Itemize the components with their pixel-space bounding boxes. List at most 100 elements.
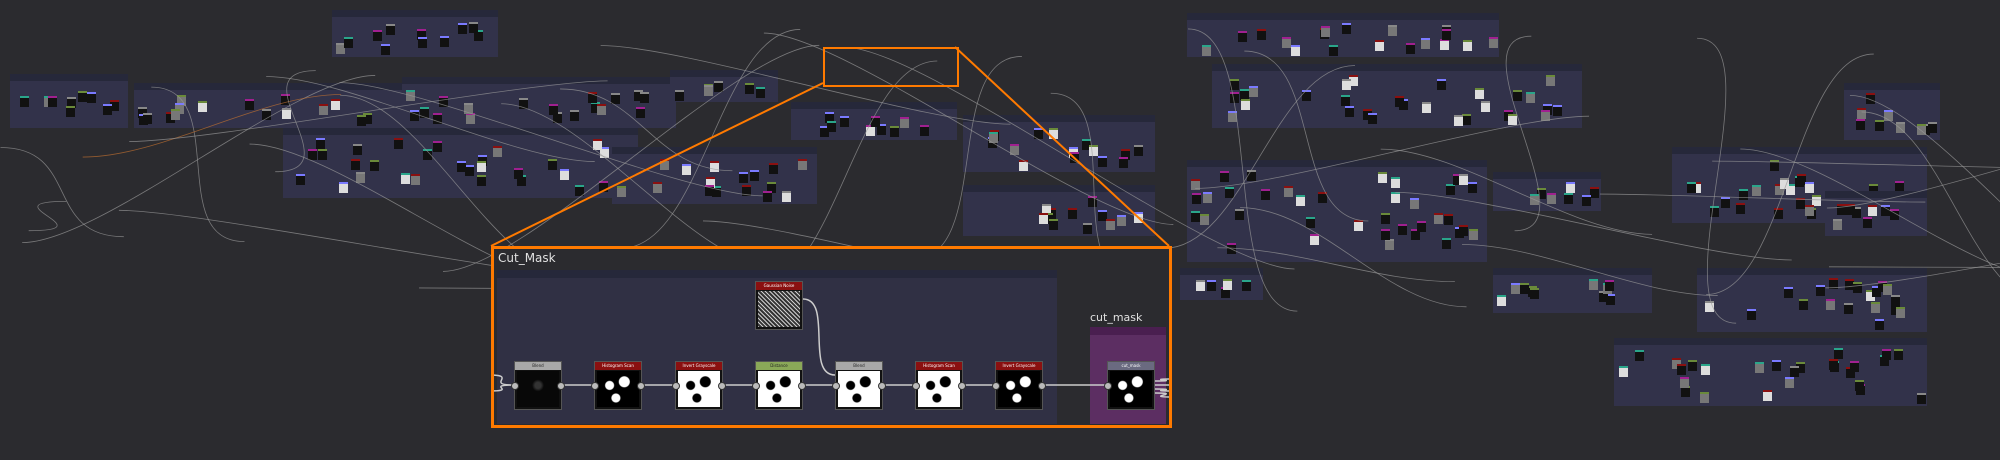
graph-node[interactable] [588,91,598,103]
graph-node[interactable] [386,24,396,36]
graph-node[interactable] [1256,28,1266,40]
graph-node[interactable] [1780,177,1790,189]
graph-node[interactable] [401,172,411,184]
graph-node[interactable] [1133,144,1143,156]
graph-node[interactable] [1416,220,1426,232]
graph-node[interactable] [1529,288,1539,300]
graph-frame[interactable] [1212,63,1583,128]
graph-node[interactable] [890,125,900,137]
graph-node[interactable] [826,121,836,133]
graph-node[interactable] [1391,192,1401,204]
graph-node[interactable] [1770,160,1780,172]
graph-node[interactable] [1219,171,1229,183]
graph-node[interactable] [1883,283,1893,295]
graph-node[interactable] [674,90,684,101]
graph-node[interactable] [1048,128,1058,140]
graph-node[interactable] [197,101,207,113]
graph-node[interactable] [741,185,751,197]
graph-node[interactable] [1192,193,1202,205]
graph-node[interactable] [749,170,759,182]
graph-node[interactable] [871,116,880,128]
graph-node[interactable] [1896,306,1906,318]
graph-frame[interactable] [1697,267,1927,332]
graph-node[interactable] [616,186,626,198]
graph-node[interactable] [1751,185,1761,197]
graph-node[interactable] [295,174,305,186]
graph-node[interactable] [1474,88,1484,99]
graph-node[interactable] [262,108,272,120]
graph-node[interactable] [1318,191,1328,203]
graph-node[interactable] [1329,45,1339,57]
graph-node[interactable] [394,137,404,149]
graph-node[interactable] [1844,303,1854,315]
graph-node[interactable] [1345,106,1355,118]
graph-node[interactable] [318,148,328,160]
graph-node[interactable] [1739,188,1749,200]
graph-node[interactable] [1296,194,1306,206]
node-blend[interactable]: Blend [832,361,886,410]
graph-frame[interactable] [791,102,957,141]
graph-node[interactable] [599,181,609,193]
graph-node[interactable] [1248,85,1258,97]
graph-node[interactable] [1849,360,1859,372]
graph-node[interactable] [476,160,486,172]
graph-node[interactable] [380,43,390,55]
graph-node[interactable] [1582,194,1592,206]
graph-node[interactable] [1446,184,1456,196]
graph-node[interactable] [1671,358,1681,370]
graph-node[interactable] [433,141,443,153]
graph-node[interactable] [1306,216,1316,228]
graph-node[interactable] [465,164,475,176]
graph-node[interactable] [900,116,910,128]
graph-frame[interactable] [401,76,677,128]
graph-node[interactable] [48,96,58,108]
graph-node[interactable] [1246,170,1256,182]
graph-node[interactable] [705,185,715,197]
graph-node[interactable] [1853,281,1863,293]
graph-node[interactable] [1763,389,1773,401]
graph-node[interactable] [281,94,291,106]
graph-frame[interactable] [1492,267,1653,313]
graph-node[interactable] [1420,38,1430,50]
graph-node[interactable] [1454,114,1464,126]
graph-node[interactable] [1894,349,1904,361]
graph-frame[interactable] [1186,159,1487,262]
graph-node[interactable] [1856,118,1866,130]
graph-node[interactable] [1227,242,1237,254]
graph-node[interactable] [1916,123,1926,135]
graph-node[interactable] [1200,213,1210,225]
graph-node[interactable] [1441,237,1451,249]
graph-node[interactable] [682,163,691,175]
graph-node[interactable] [1462,40,1472,52]
graph-node[interactable] [419,106,429,118]
graph-node[interactable] [1565,182,1575,194]
graph-frame[interactable] [669,70,779,103]
input-port[interactable] [752,382,760,390]
graph-node[interactable] [1088,196,1098,208]
graph-node[interactable] [433,113,443,125]
graph-node[interactable] [1468,181,1478,193]
graph-node[interactable] [1488,36,1498,48]
graph-node[interactable] [1374,39,1384,51]
graph-node[interactable] [1034,128,1044,140]
graph-node[interactable] [171,108,181,120]
graph-node[interactable] [1891,295,1901,307]
graph-node[interactable] [518,98,528,110]
graph-node[interactable] [1320,25,1330,37]
graph-node[interactable] [1710,206,1720,218]
input-port[interactable] [591,382,599,390]
output-port[interactable] [878,382,886,390]
graph-node[interactable] [1049,219,1059,231]
graph-node[interactable] [281,108,291,120]
graph-node[interactable] [1563,193,1573,205]
graph-node[interactable] [356,115,366,127]
graph-frame[interactable] [1614,338,1927,406]
graph-node[interactable] [1604,280,1614,292]
graph-node[interactable] [410,173,420,185]
graph-frame[interactable] [1843,82,1940,141]
graph-node[interactable] [1805,205,1815,217]
node-histogram-scan[interactable]: Histogram Scan [912,361,966,410]
output-port[interactable] [718,382,726,390]
graph-node[interactable] [77,91,87,103]
graph-node[interactable] [19,95,29,107]
